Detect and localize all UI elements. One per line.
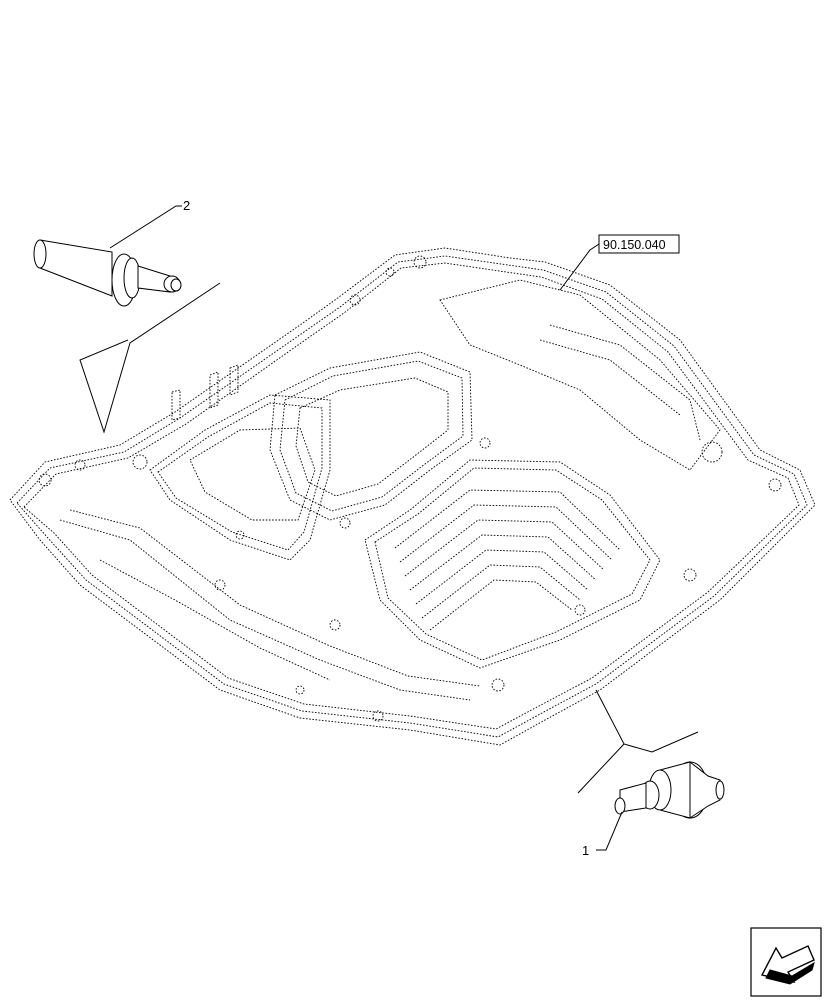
part-1-fitting: 1 [577, 689, 725, 858]
grate-ribs [394, 489, 621, 631]
next-page-arrow-icon[interactable] [750, 927, 822, 997]
reference-label: 90.150.040 [603, 238, 666, 252]
roof-panel-assembly [9, 247, 816, 746]
mounting-bosses [38, 255, 782, 722]
part-2-number: 2 [183, 198, 190, 213]
part-2-fitting: 2 [33, 198, 221, 434]
reference-callout: 90.150.040 [559, 234, 680, 291]
part-1-number: 1 [582, 843, 589, 858]
